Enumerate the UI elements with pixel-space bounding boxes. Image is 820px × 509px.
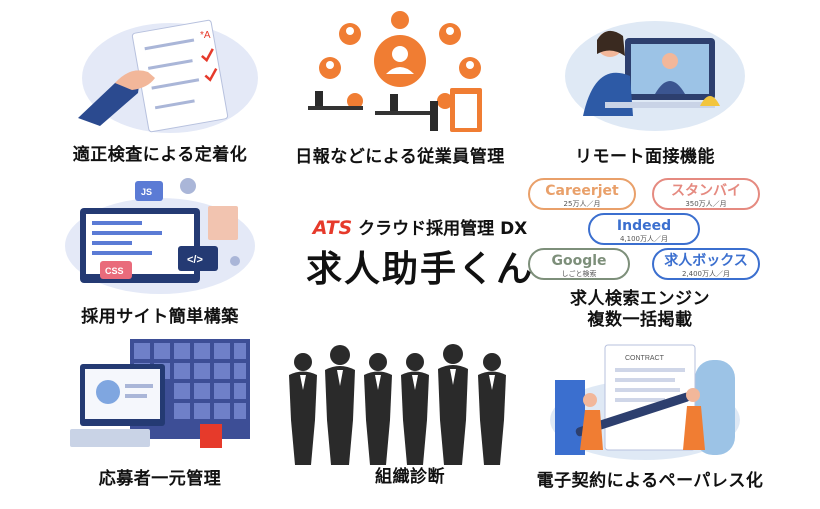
caption-e-contract: 電子契約によるペーパレス化: [536, 471, 764, 491]
js-badge: JS: [141, 187, 152, 197]
engine-google: Google しごと検索: [528, 248, 630, 280]
engine-kyujin-box: 求人ボックス 2,400万人／月: [652, 248, 760, 280]
engine-name: Indeed: [616, 218, 672, 234]
page-title: 求人助手くん: [305, 249, 534, 290]
svg-text:*A: *A: [200, 30, 211, 41]
caption-aptitude-test: 適正検査による定着化: [72, 145, 248, 165]
caption-applicant-management: 応募者一元管理: [98, 469, 222, 489]
ats-label: ATS: [312, 217, 353, 239]
engine-name: Google: [551, 253, 607, 269]
web-builder-illustration: JS CSS </>: [60, 176, 260, 296]
test-sheet-illustration: *A: [60, 8, 260, 133]
caption-remote-interview: リモート面接機能: [575, 147, 715, 167]
employee-network-illustration: [300, 6, 500, 136]
contract-illustration: CONTRACT: [545, 340, 745, 462]
engine-name: 求人ボックス: [664, 253, 748, 269]
engine-name: Careerjet: [545, 183, 619, 199]
applicant-database-illustration: [60, 334, 260, 459]
engine-stat: 2,400万人／月: [681, 270, 731, 278]
remote-interview-illustration: [545, 6, 745, 134]
subtitle-text: クラウド採用管理 DX: [358, 219, 528, 239]
caption-org-diagnosis: 組織診断: [375, 467, 445, 487]
business-silhouettes: [285, 340, 520, 465]
contract-label: CONTRACT: [625, 355, 665, 362]
engine-stat: 350万人／月: [685, 200, 727, 208]
engine-stat: 4,100万人／月: [619, 235, 669, 243]
caption-employee-management: 日報などによる従業員管理: [295, 147, 505, 167]
caption-job-engines-line1: 求人検索エンジン: [570, 289, 710, 309]
engine-standby: スタンバイ 350万人／月: [652, 178, 760, 210]
engine-stat: しごと検索: [561, 270, 597, 278]
caption-job-engines-line2: 複数一括掲載: [587, 310, 693, 330]
engine-careerjet: Careerjet 25万人／月: [528, 178, 636, 210]
css-badge: CSS: [105, 266, 124, 276]
engine-stat: 25万人／月: [563, 200, 601, 208]
code-badge: </>: [187, 254, 203, 266]
caption-site-builder: 採用サイト簡単構築: [81, 307, 239, 327]
engine-indeed: Indeed 4,100万人／月: [588, 213, 700, 245]
engine-name: スタンバイ: [671, 183, 741, 199]
center-subtitle: ATS クラウド採用管理 DX: [270, 214, 570, 239]
